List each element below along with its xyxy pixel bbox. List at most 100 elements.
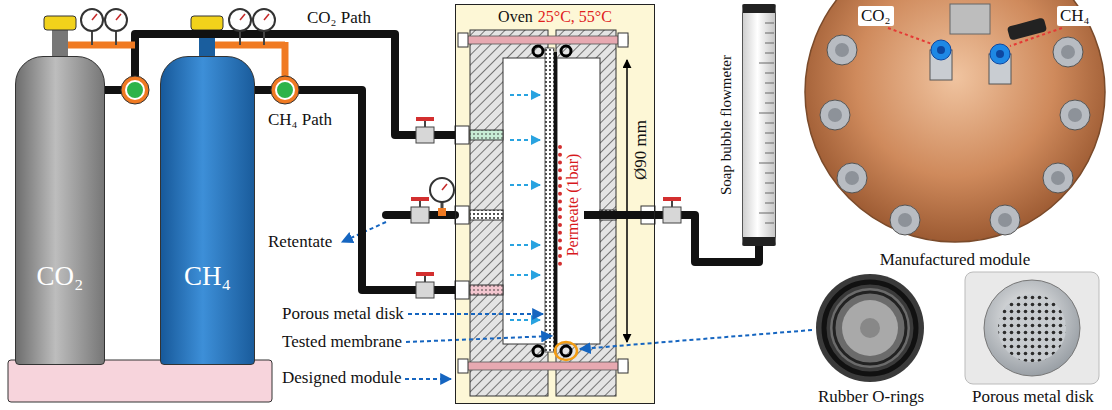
regulator [282, 42, 289, 78]
module-photo [931, 40, 951, 60]
valve [411, 207, 429, 223]
leader-line [408, 313, 543, 315]
module-section [545, 48, 554, 352]
regulator [116, 14, 121, 20]
module-photo [990, 205, 1020, 235]
module-section [555, 342, 577, 360]
o-ring-photo [824, 282, 916, 374]
pressure-gauge [442, 184, 447, 190]
module-photo [1010, 28, 1062, 46]
o-ring-photo [860, 318, 880, 338]
cylinder-neck [44, 16, 76, 30]
module-photo [890, 205, 920, 235]
o-ring-photo [816, 274, 924, 382]
regulator [253, 9, 275, 31]
module-photo [1068, 108, 1082, 122]
scale-mark [765, 133, 774, 134]
module-section [458, 359, 468, 373]
cylinder-neck [52, 30, 68, 58]
dimension-label: Ø90 mm [631, 120, 651, 180]
regulator [240, 14, 245, 20]
module-photo [898, 213, 912, 227]
cylinder-base [8, 360, 272, 402]
module-section [618, 359, 628, 373]
oven-fill [455, 4, 655, 404]
flow-arrow [510, 244, 540, 246]
gas-line [105, 34, 455, 135]
leader-line [406, 336, 552, 342]
scale-mark [765, 203, 774, 204]
o-ring-photo [816, 274, 924, 382]
regulator [229, 9, 251, 31]
port-label: CH₄ [1057, 6, 1093, 26]
valve [416, 117, 434, 121]
cylinder-neck [191, 16, 223, 30]
oven-label: 25°C, 55°C [538, 8, 612, 26]
photo-caption: Manufactured module [880, 250, 1031, 270]
regulator [68, 42, 135, 49]
regulator [105, 9, 127, 31]
scale-mark [759, 213, 774, 214]
leader-line [405, 378, 451, 380]
module-photo [998, 213, 1012, 227]
module-photo [820, 100, 850, 130]
scale-mark [765, 83, 774, 84]
scale-mark [765, 193, 774, 194]
dimension-arrow [627, 60, 628, 342]
module-section [470, 130, 503, 140]
flow-arrow [510, 95, 540, 320]
part-label: Retentate [268, 232, 332, 252]
valve [416, 282, 434, 298]
o-ring-photo [842, 300, 898, 356]
scale-mark [765, 223, 774, 224]
pressure-gauge [430, 178, 454, 202]
leader-line [580, 330, 812, 349]
valve [411, 197, 429, 201]
pressure-gauge [438, 208, 446, 216]
scale-mark [765, 43, 774, 44]
module-section [462, 36, 628, 44]
scale-mark [765, 23, 774, 24]
scale-mark [759, 63, 774, 64]
scale-mark [765, 173, 774, 174]
part-label: Porous metal disk [282, 304, 404, 324]
scale-mark [765, 53, 774, 54]
valve [663, 197, 681, 201]
part-label: Tested membrane [282, 332, 402, 352]
disk-photo [965, 272, 1099, 384]
oven-fill [455, 4, 655, 404]
regulator [121, 76, 149, 104]
scale-mark [765, 153, 774, 154]
flow-arrow [510, 139, 540, 141]
module-section [470, 30, 548, 396]
module-section [561, 46, 571, 56]
chamber-label: Permeate (1bar) [564, 154, 582, 257]
flow-arrow [510, 274, 540, 276]
scale-mark [765, 93, 774, 94]
flowmeter-tube: Soap bubble flowmeter [742, 4, 776, 246]
regulator [81, 9, 103, 31]
disk-photo [984, 280, 1080, 376]
flow-arrow [510, 184, 540, 186]
module-section [561, 346, 571, 356]
regulator [276, 81, 294, 99]
module-section [533, 46, 543, 56]
module-photo [845, 171, 859, 185]
module-section [618, 33, 628, 47]
photo-caption: Porous metal disk [972, 387, 1094, 407]
port-label: CO₂ [858, 6, 894, 26]
valve [663, 207, 681, 223]
disk-photo [998, 294, 1066, 362]
oven-label: Oven [498, 8, 533, 26]
regulator [215, 42, 285, 49]
module-section [554, 52, 557, 348]
valve [424, 275, 426, 282]
regulator [263, 31, 265, 45]
regulator [92, 14, 97, 20]
module-section [470, 285, 503, 295]
regulator [126, 81, 144, 99]
module-section [455, 281, 469, 299]
valve [671, 200, 673, 207]
module-photo [1061, 45, 1075, 59]
